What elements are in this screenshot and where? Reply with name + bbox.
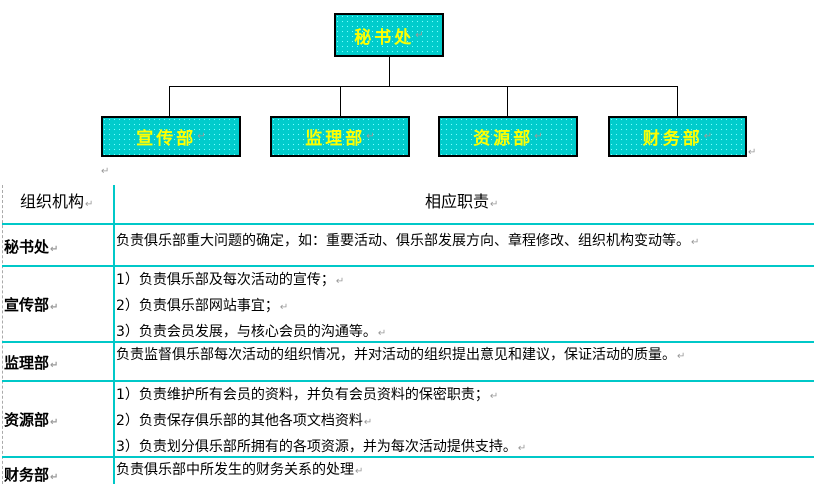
org-label: 财务部	[642, 129, 703, 149]
org-box-publicity: 宣传部↵	[101, 116, 241, 157]
dept-supervision: 监理部↵	[4, 354, 59, 372]
dept-resources: 资源部↵	[4, 411, 59, 429]
header-duties: 相应职责↵	[425, 192, 499, 211]
row-divider	[2, 456, 814, 458]
org-box-supervision: 监理部↵	[270, 116, 410, 157]
duties-resources: 1）负责维护所有会员的资料，并负有会员资料的保密职责；↵ 2）负责保存俱乐部的其…	[116, 387, 527, 455]
connector	[169, 86, 170, 116]
connector	[389, 56, 390, 86]
duties-finance: 负责俱乐部中所发生的财务关系的处理↵	[116, 462, 364, 478]
dept-secretariat: 秘书处↵	[4, 238, 59, 256]
org-label: 资源部	[473, 129, 534, 149]
org-label: 宣传部	[136, 129, 197, 149]
connector	[507, 86, 508, 116]
row-divider	[2, 265, 814, 267]
paragraph-mark: ↵	[366, 131, 375, 142]
paragraph-mark: ↵	[415, 29, 424, 41]
dept-publicity: 宣传部↵	[4, 296, 59, 314]
header-org: 组织机构↵	[20, 192, 94, 211]
row-divider	[2, 380, 814, 382]
org-box-finance: 财务部↵	[608, 116, 747, 157]
connector	[340, 86, 341, 116]
org-box-root: 秘书处↵	[334, 13, 444, 57]
paragraph-mark: ↵	[748, 147, 757, 158]
dept-finance: 财务部↵	[4, 466, 59, 484]
paragraph-mark: ↵	[703, 131, 713, 142]
table-left-border	[2, 185, 3, 484]
connector	[677, 86, 678, 116]
column-divider	[113, 185, 115, 484]
duties-supervision: 负责监督俱乐部每次活动的组织情况，并对活动的组织提出意见和建议，保证活动的质量。…	[116, 347, 686, 363]
row-divider	[2, 341, 814, 343]
paragraph-mark: ↵	[197, 131, 206, 142]
org-box-resources: 资源部↵	[438, 116, 578, 157]
duties-secretariat: 负责俱乐部重大问题的确定，如：重要活动、俱乐部发展方向、章程修改、组织机构变动等…	[116, 233, 700, 249]
org-label: 秘书处	[354, 27, 415, 48]
duties-publicity: 1）负责俱乐部及每次活动的宣传；↵ 2）负责俱乐部网站事宜；↵ 3）负责会员发展…	[116, 272, 387, 340]
paragraph-mark: ↵	[534, 131, 543, 142]
row-divider	[2, 223, 814, 225]
paragraph-mark: ↵	[101, 166, 110, 177]
org-label: 监理部	[305, 129, 366, 149]
connector	[169, 86, 678, 87]
